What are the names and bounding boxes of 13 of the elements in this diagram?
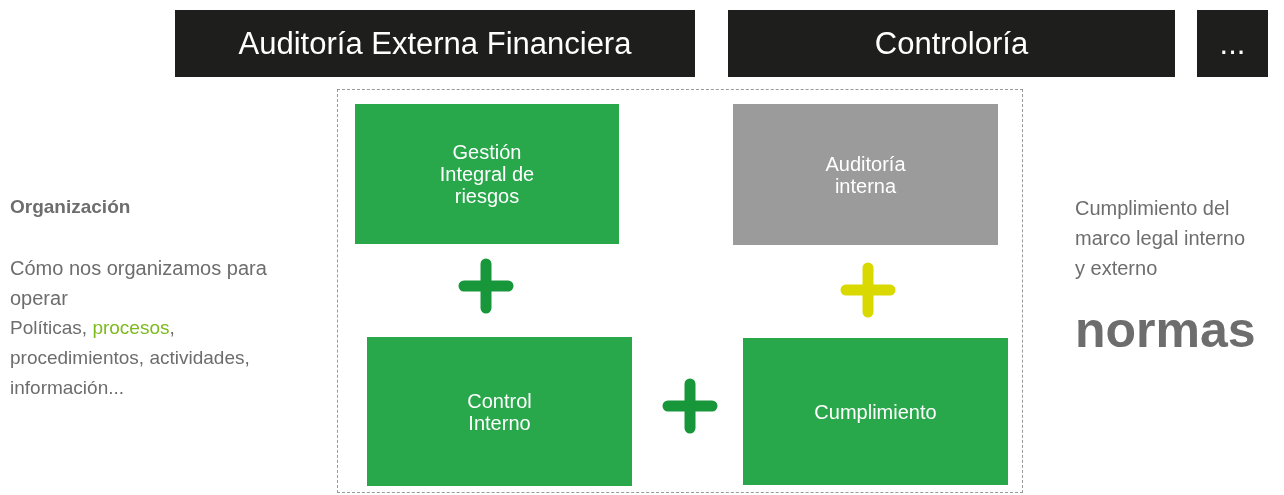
header-bar: Auditoría Externa Financiera <box>175 10 695 77</box>
process-box: Cumplimiento <box>743 338 1008 485</box>
process-box: Auditoría interna <box>733 104 998 245</box>
description-text: Cómo nos organizamos para operar <box>10 256 268 311</box>
process-box: Control Interno <box>367 337 632 486</box>
header-bar: ... <box>1197 10 1268 77</box>
header-bar: Controloría <box>728 10 1175 77</box>
dashed-container <box>337 89 1023 493</box>
description-text: Cumplimiento del marco legal interno y externo <box>1075 196 1247 281</box>
keyword-text: normas <box>1075 301 1257 360</box>
description-text: Políticas, procesos, procedimientos, actividades, información... <box>10 316 251 400</box>
section-heading: Organización <box>10 195 132 219</box>
process-box: Gestión Integral de riesgos <box>355 104 619 244</box>
